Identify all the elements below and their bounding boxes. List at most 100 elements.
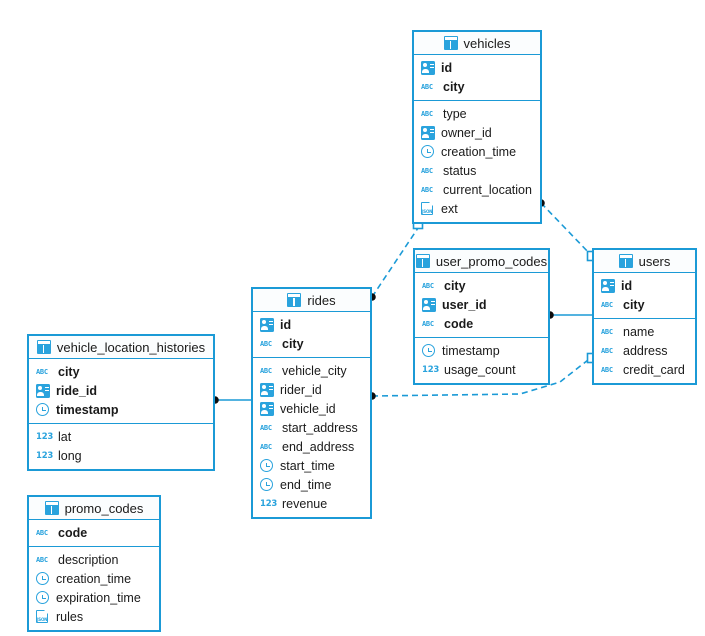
field-name: vehicle_city <box>282 363 347 378</box>
primary-key-row[interactable]: user_id <box>415 295 548 314</box>
column-row[interactable]: ABC credit_card <box>594 360 695 379</box>
field-name: rules <box>56 609 84 624</box>
column-row[interactable]: rules <box>29 607 159 626</box>
primary-key-row[interactable]: ABC code <box>29 523 159 542</box>
grid-icon <box>44 501 59 515</box>
abc-icon: ABC <box>36 528 48 537</box>
table-header-vehicles[interactable]: vehicles <box>414 32 540 55</box>
grid-icon <box>415 254 430 268</box>
grid-icon <box>36 340 51 354</box>
table-title: vehicle_location_histories <box>56 339 206 355</box>
123-icon: 123 <box>422 364 440 375</box>
column-row[interactable]: creation_time <box>29 569 159 588</box>
column-row[interactable]: vehicle_id <box>253 399 370 418</box>
field-name: credit_card <box>623 362 685 377</box>
json-icon <box>36 609 49 623</box>
primary-key-row[interactable]: ride_id <box>29 381 213 400</box>
column-row[interactable]: ABC status <box>414 161 540 180</box>
table-header-rides[interactable]: rides <box>253 289 370 312</box>
field-name: city <box>443 79 465 94</box>
field-name: id <box>441 60 453 75</box>
column-row[interactable]: timestamp <box>415 341 548 360</box>
field-name: user_id <box>442 297 487 312</box>
badge-icon <box>601 278 615 293</box>
grid-icon <box>443 36 458 50</box>
column-row[interactable]: start_time <box>253 456 370 475</box>
abc-icon: ABC <box>260 366 272 375</box>
field-name: status <box>443 163 477 178</box>
column-row[interactable]: ext <box>414 199 540 218</box>
column-row[interactable]: creation_time <box>414 142 540 161</box>
table-header-users[interactable]: users <box>594 250 695 273</box>
column-row[interactable]: ABC description <box>29 550 159 569</box>
field-name: revenue <box>282 496 328 511</box>
abc-icon: ABC <box>421 166 433 175</box>
table-header-promo_codes[interactable]: promo_codes <box>29 497 159 520</box>
column-row[interactable]: ABC vehicle_city <box>253 361 370 380</box>
relationship-user-promo-codes-to-users[interactable] <box>546 311 592 319</box>
table-header-vehicle_location_histories[interactable]: vehicle_location_histories <box>29 336 213 359</box>
abc-icon: ABC <box>422 319 434 328</box>
badge-icon <box>422 297 436 312</box>
column-row[interactable]: expiration_time <box>29 588 159 607</box>
abc-icon: ABC <box>421 185 433 194</box>
table-header-user_promo_codes[interactable]: user_promo_codes <box>415 250 548 273</box>
primary-key-row[interactable]: id <box>253 315 370 334</box>
field-name: creation_time <box>56 571 132 586</box>
badge-icon <box>260 317 274 332</box>
abc-icon: ABC <box>601 327 613 336</box>
field-name: id <box>621 278 633 293</box>
column-row[interactable]: end_time <box>253 475 370 494</box>
badge-icon <box>421 125 435 140</box>
primary-key-row[interactable]: id <box>414 58 540 77</box>
clock-icon <box>36 572 49 585</box>
field-name: code <box>58 525 88 540</box>
123-icon: 123 <box>260 498 278 509</box>
field-name: start_address <box>282 420 358 435</box>
grid-icon <box>618 254 633 268</box>
field-name: description <box>58 552 119 567</box>
column-row[interactable]: rider_id <box>253 380 370 399</box>
field-name: ext <box>441 201 458 216</box>
clock-icon <box>422 344 435 357</box>
primary-key-row[interactable]: timestamp <box>29 400 213 419</box>
column-row[interactable]: owner_id <box>414 123 540 142</box>
column-row[interactable]: 123 revenue <box>253 494 370 513</box>
table-title: user_promo_codes <box>435 253 548 269</box>
relationship-vehicle-location-histories-to-rides[interactable] <box>211 396 251 404</box>
abc-icon: ABC <box>36 555 48 564</box>
table-title: vehicles <box>463 35 511 51</box>
primary-key-row[interactable]: id <box>594 276 695 295</box>
field-name: timestamp <box>56 402 119 417</box>
abc-icon: ABC <box>601 365 613 374</box>
